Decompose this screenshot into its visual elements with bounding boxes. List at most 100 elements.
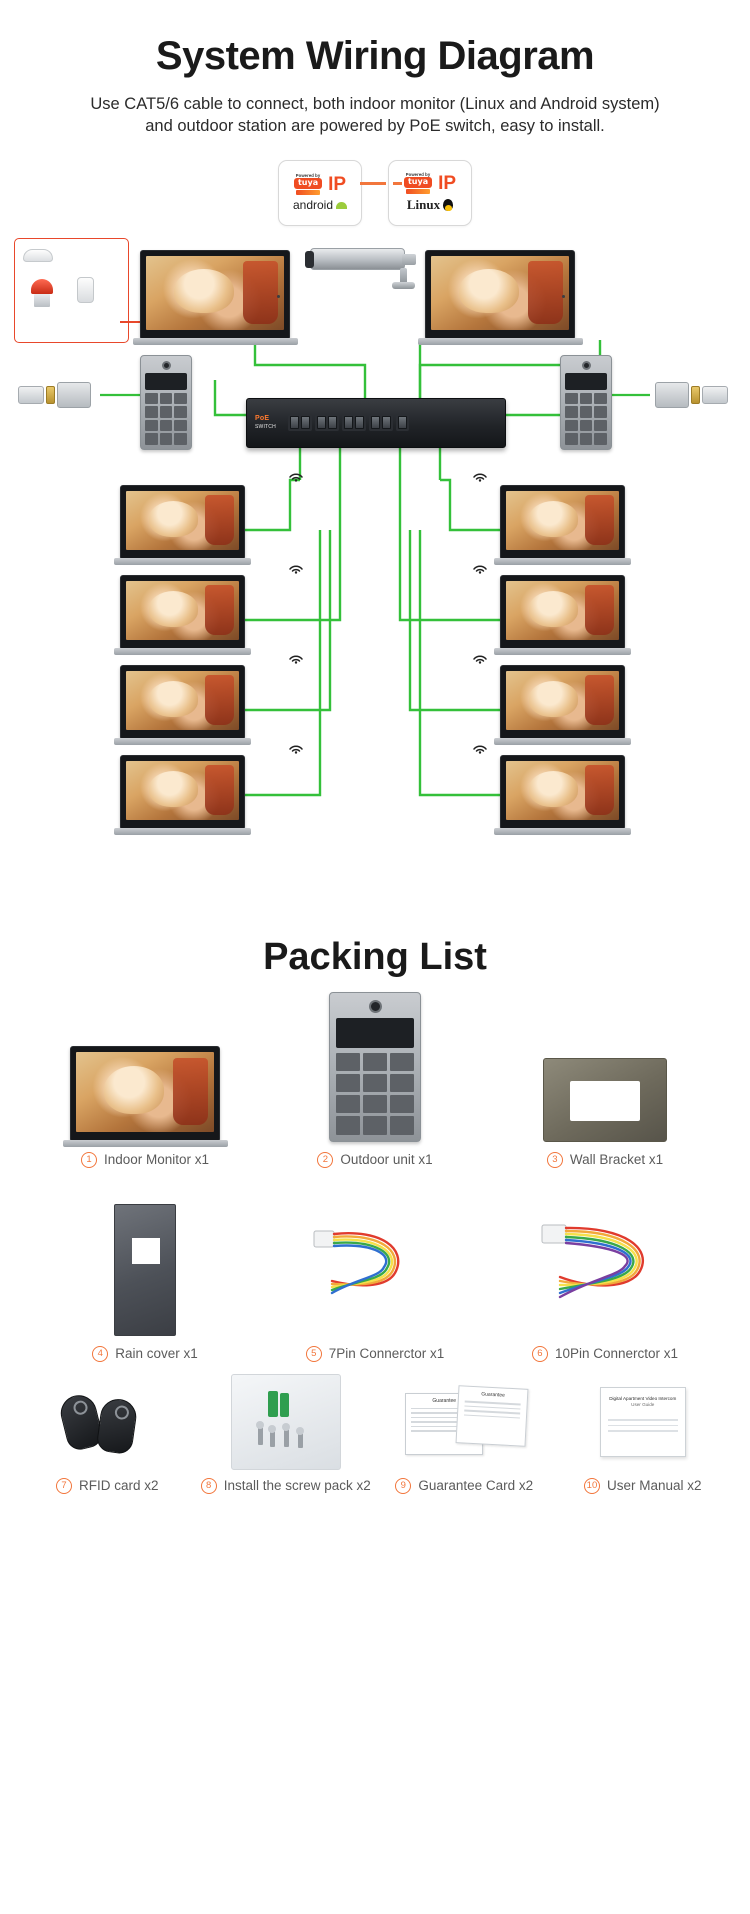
tuya-gradient-bar <box>296 190 321 196</box>
packing-item-1: 1 Indoor Monitor x1 <box>30 1022 260 1168</box>
ethernet-port <box>327 416 337 430</box>
indoor-monitor-top-right <box>417 249 583 345</box>
station-body <box>140 354 192 450</box>
smoke-detector-icon <box>23 248 53 262</box>
monitor-stand <box>62 1139 228 1147</box>
packing-item-caption: 10 User Manual x2 <box>583 1477 702 1494</box>
keypad-key <box>363 1052 387 1071</box>
ip-camera <box>305 247 416 289</box>
screw-pack-contents <box>255 1390 304 1448</box>
indoor-monitor-top-left <box>132 249 298 345</box>
monitor-bezel <box>140 249 290 340</box>
station-display <box>145 372 187 390</box>
keypad-key <box>579 392 593 405</box>
monitor-screen <box>126 490 239 550</box>
monitor-bezel <box>425 249 575 340</box>
keypad-key <box>390 1073 414 1093</box>
packing-item-3: 3 Wall Bracket x1 <box>490 1022 720 1168</box>
packing-item-label: Wall Bracket x1 <box>569 1152 664 1168</box>
packing-item-art <box>543 1022 667 1142</box>
port-group <box>287 414 312 432</box>
keypad-key <box>336 1116 360 1135</box>
keypad-key <box>145 392 158 405</box>
badge-ip-label: IP <box>438 172 457 194</box>
screw-pack-icon <box>230 1373 341 1470</box>
station-keypad <box>336 1052 414 1135</box>
packing-list-grid-row-2: 4 Rain cover x1 5 7Pi <box>0 1190 750 1362</box>
indoor-monitor-left-2 <box>113 574 252 655</box>
monitor-stand <box>493 557 632 565</box>
monitor-stand <box>113 647 252 655</box>
monitor-bezel <box>500 574 625 650</box>
monitor-screen <box>506 490 619 550</box>
keypad-key <box>579 406 593 418</box>
keypad-key <box>363 1095 387 1114</box>
packing-item-caption: 6 10Pin Connerctor x1 <box>531 1345 678 1362</box>
indoor-monitor-icon <box>62 1045 228 1147</box>
camera-arm <box>400 267 407 284</box>
tuya-logo-icon: Powered by tuya <box>293 173 323 196</box>
port-group <box>368 414 393 432</box>
switch-text-label: SWITCH <box>255 423 276 430</box>
dash-short <box>393 181 402 185</box>
packing-item-art: Digital Apartment Video Intercom User Gu… <box>588 1376 698 1468</box>
monitor-bezel <box>500 754 625 830</box>
keypad-key <box>159 419 173 432</box>
indoor-monitor-right-2 <box>493 574 632 655</box>
packing-item-label: User Manual x2 <box>606 1478 702 1494</box>
header-dash-divider <box>360 181 402 185</box>
tuya-logo-icon: Powered by tuya <box>403 172 433 195</box>
10pin-connector-icon <box>541 1224 644 1298</box>
keypad-key <box>594 406 607 418</box>
lock-strike-plate <box>46 385 55 404</box>
packing-item-number: 4 <box>92 1345 109 1362</box>
packing-item-label: RFID card x2 <box>78 1478 159 1494</box>
monitor-graphic <box>62 1045 228 1147</box>
station-camera-icon <box>368 999 382 1013</box>
guarantee-card-icon: Guarantee Guarantee <box>399 1379 529 1465</box>
packing-item-number: 2 <box>317 1151 334 1168</box>
monitor-stand <box>113 557 252 565</box>
page-subtitle: Use CAT5/6 cable to connect, both indoor… <box>0 93 750 138</box>
packing-item-art <box>114 1190 176 1336</box>
packing-item-caption: 9 Guarantee Card x2 <box>395 1477 533 1494</box>
keypad-key <box>159 433 173 445</box>
packing-item-number: 10 <box>583 1477 600 1494</box>
packing-item-art <box>310 1190 440 1336</box>
station-display <box>565 372 607 390</box>
monitor-bezel <box>120 664 245 740</box>
switch-chassis: PoE SWITCH <box>246 397 506 448</box>
indoor-monitor-left-3 <box>113 664 252 745</box>
packing-item-8: 8 Install the screw pack x2 <box>197 1373 376 1494</box>
subtitle-line-1: Use CAT5/6 cable to connect, both indoor… <box>90 95 660 113</box>
packing-item-art <box>62 1022 228 1147</box>
ethernet-port <box>354 416 364 430</box>
tuya-brand-label: tuya <box>403 176 433 188</box>
monitor-screen <box>126 760 239 820</box>
port-group <box>314 414 339 432</box>
siren-base <box>34 293 50 307</box>
packing-item-2: 2 Outdoor unit x1 <box>260 991 490 1168</box>
monitor-stand <box>132 337 298 345</box>
packing-item-10: Digital Apartment Video Intercom User Gu… <box>554 1376 733 1494</box>
monitor-screen <box>126 580 239 640</box>
monitor-screen <box>126 670 239 730</box>
tuya-gradient-bar <box>406 189 431 195</box>
monitor-bezel <box>70 1045 220 1142</box>
camera-mount <box>392 281 415 289</box>
os-badges: Powered by tuya IP android Powered by tu… <box>0 159 750 226</box>
wifi-signal-icon <box>472 650 488 666</box>
switch-ports <box>287 414 409 432</box>
packing-item-art <box>47 1376 167 1468</box>
keypad-key <box>174 392 187 405</box>
keypad-key <box>565 419 578 432</box>
keypad-key <box>174 419 187 432</box>
wall-bracket-icon <box>543 1057 667 1142</box>
keypad-key <box>145 433 158 445</box>
packing-item-caption: 7 RFID card x2 <box>55 1477 159 1494</box>
keypad-key <box>565 392 578 405</box>
badge-ip-label: IP <box>328 173 347 195</box>
station-keypad <box>565 392 607 445</box>
rfid-fob <box>95 1396 139 1455</box>
